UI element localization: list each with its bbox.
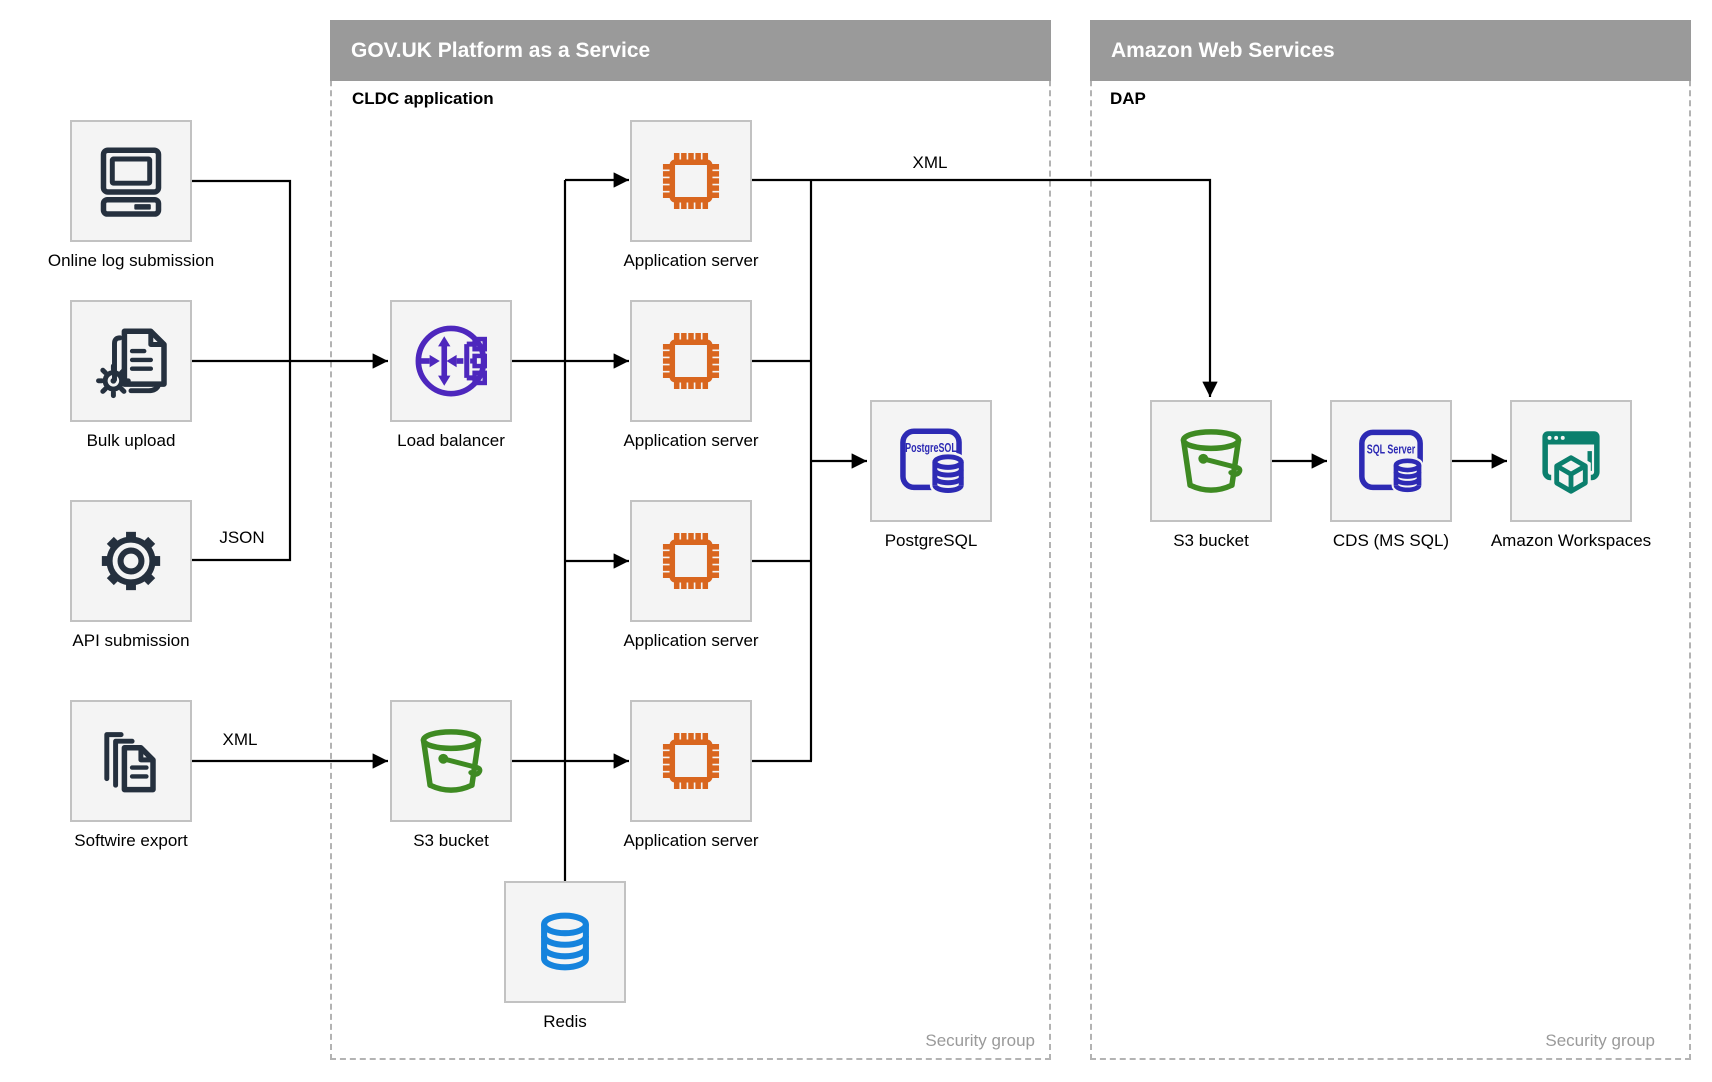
node-label: Load balancer (397, 431, 505, 450)
node-label: Online log submission (47, 251, 215, 270)
node-application-server-1 (630, 120, 752, 242)
node-softwire-export (70, 700, 192, 822)
postgresql-icon-text: PostgreSQL (905, 441, 957, 455)
node-application-server-3 (630, 500, 752, 622)
aws-subtitle: DAP (1110, 89, 1146, 108)
node-label: Application server (623, 631, 759, 650)
node-application-server-2 (630, 300, 752, 422)
node-label: S3 bucket (1173, 531, 1249, 550)
chip-icon (662, 532, 720, 590)
aws-title: Amazon Web Services (1111, 38, 1335, 62)
node-label: S3 bucket (413, 831, 489, 850)
edge-label-xml-top: XML (912, 153, 948, 172)
node-load-balancer (390, 300, 512, 422)
workspaces-icon (1542, 431, 1600, 498)
node-application-server-4 (630, 700, 752, 822)
gear-icon (101, 531, 161, 591)
paas-container: GOV.UK Platform as a Service (330, 20, 1051, 1060)
paas-title: GOV.UK Platform as a Service (351, 38, 651, 62)
node-label: API submission (72, 631, 190, 650)
node-label: Softwire export (74, 831, 188, 850)
document-gear-icon (96, 328, 167, 399)
edge-label-xml-softwire: XML (222, 730, 258, 749)
node-label: Bulk upload (86, 431, 176, 450)
paas-subtitle: CLDC application (352, 89, 494, 108)
document-stack-icon (104, 732, 156, 793)
node-s3-bucket-aws (1150, 400, 1272, 522)
chip-icon (662, 152, 720, 210)
node-label: CDS (MS SQL) (1332, 531, 1450, 550)
node-s3-bucket-paas (390, 700, 512, 822)
node-label: Application server (623, 251, 759, 270)
sql-server-icon-text: SQL Server (1367, 441, 1415, 456)
postgresql-icon: PostgreSQL (900, 428, 967, 496)
aws-container: Amazon Web Services (1090, 20, 1691, 1060)
database-icon (541, 912, 589, 971)
aws-security-group-label: Security group (1545, 1031, 1655, 1050)
node-label: Amazon Workspaces (1490, 531, 1652, 550)
node-amazon-workspaces (1510, 400, 1632, 522)
edge-sources-trunk (192, 179, 292, 562)
node-label: Application server (623, 431, 759, 450)
node-cds-ms-sql: SQL Server (1330, 400, 1452, 522)
node-label: PostgreSQL (884, 531, 978, 550)
chip-icon (662, 332, 720, 390)
node-postgresql: PostgreSQL (870, 400, 992, 522)
edge-label-json: JSON (219, 528, 265, 547)
node-label: Application server (623, 831, 759, 850)
computer-icon (100, 147, 162, 217)
bucket-icon (1180, 429, 1243, 493)
chip-icon (662, 732, 720, 790)
paas-header: GOV.UK Platform as a Service (330, 20, 1051, 81)
node-redis (504, 881, 626, 1003)
paas-security-group-label: Security group (925, 1031, 1035, 1050)
node-bulk-upload (70, 300, 192, 422)
node-api-submission (70, 500, 192, 622)
load-balancer-icon (415, 325, 487, 397)
node-label: Redis (543, 1012, 587, 1031)
sql-server-icon: SQL Server (1359, 429, 1424, 495)
bucket-icon (420, 729, 483, 793)
aws-header: Amazon Web Services (1090, 20, 1691, 81)
node-online-log-submission (70, 120, 192, 242)
